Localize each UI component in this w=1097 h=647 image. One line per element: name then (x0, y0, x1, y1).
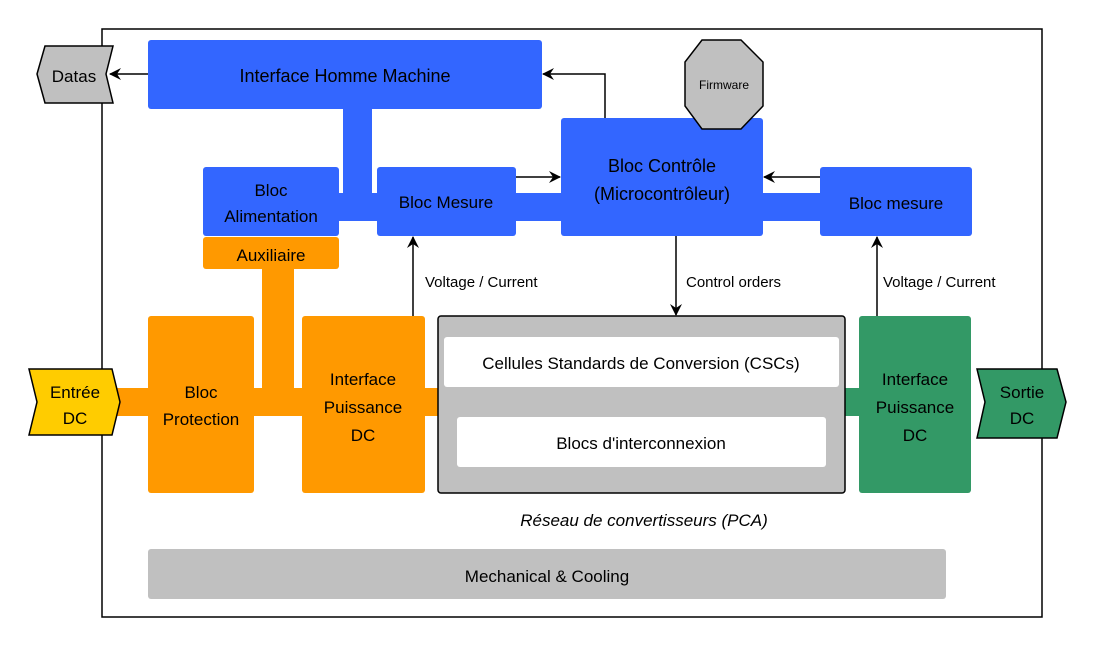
protection-label-2: Protection (163, 410, 240, 429)
cscs-label: Cellules Standards de Conversion (CSCs) (482, 354, 799, 373)
pca-caption: Réseau de convertisseurs (PCA) (520, 511, 768, 530)
protection-label-1: Bloc (184, 383, 218, 402)
block-mechanical-cooling[interactable]: Mechanical & Cooling (148, 549, 946, 599)
datas-label: Datas (52, 67, 96, 86)
mechanical-label: Mechanical & Cooling (465, 567, 629, 586)
arrows (109, 68, 883, 316)
ipdc-left-label-2: Puissance (324, 398, 402, 417)
ipdc-right-label-2: Puissance (876, 398, 954, 417)
voltage-current-left-label: Voltage / Current (425, 274, 538, 291)
interconnexion-label: Blocs d'interconnexion (556, 434, 726, 453)
block-interface-puissance-left[interactable]: Interface Puissance DC (302, 316, 425, 493)
block-protection[interactable]: Bloc Protection (148, 316, 254, 493)
controle-label-2: (Microcontrôleur) (594, 184, 730, 204)
ipdc-left-label-1: Interface (330, 370, 396, 389)
ihm-label: Interface Homme Machine (239, 66, 450, 86)
blue-bus (338, 105, 821, 221)
block-mesure-right[interactable]: Bloc mesure (820, 167, 972, 236)
block-interconnexion[interactable]: Blocs d'interconnexion (457, 417, 826, 467)
block-interface-puissance-right[interactable]: Interface Puissance DC (859, 316, 971, 493)
alimentation-label-2: Alimentation (224, 207, 318, 226)
mesure-left-label: Bloc Mesure (399, 193, 493, 212)
sortie-label-2: DC (1010, 409, 1035, 428)
entree-label-1: Entrée (50, 383, 100, 402)
block-cscs[interactable]: Cellules Standards de Conversion (CSCs) (444, 337, 839, 387)
block-interface-homme-machine[interactable]: Interface Homme Machine (148, 40, 542, 109)
block-mesure-left[interactable]: Bloc Mesure (377, 167, 516, 236)
ipdc-left-label-3: DC (351, 426, 376, 445)
block-pca[interactable]: Cellules Standards de Conversion (CSCs) … (437, 315, 846, 494)
controle-label-1: Bloc Contrôle (608, 156, 716, 176)
voltage-current-right-label: Voltage / Current (883, 274, 996, 291)
block-auxiliaire[interactable]: Auxiliaire (203, 237, 339, 269)
port-entree-dc[interactable]: Entrée DC (28, 368, 121, 436)
arrow-controle-to-ihm (542, 68, 606, 118)
auxiliaire-label: Auxiliaire (237, 246, 306, 265)
ipdc-right-label-3: DC (903, 426, 928, 445)
alimentation-label-1: Bloc (254, 181, 288, 200)
entree-label-2: DC (63, 409, 88, 428)
block-controle[interactable]: Bloc Contrôle (Microcontrôleur) (561, 118, 763, 236)
ipdc-right-label-1: Interface (882, 370, 948, 389)
system-enclosure (101, 28, 1043, 618)
firmware-octagon[interactable]: Firmware (684, 39, 764, 130)
block-alimentation[interactable]: Bloc Alimentation (203, 167, 339, 236)
port-sortie-dc[interactable]: Sortie DC (976, 368, 1067, 439)
control-orders-label: Control orders (686, 274, 781, 291)
mesure-right-label: Bloc mesure (849, 194, 943, 213)
sortie-label-1: Sortie (1000, 383, 1044, 402)
port-datas[interactable]: Datas (36, 45, 114, 104)
firmware-label: Firmware (699, 78, 749, 92)
